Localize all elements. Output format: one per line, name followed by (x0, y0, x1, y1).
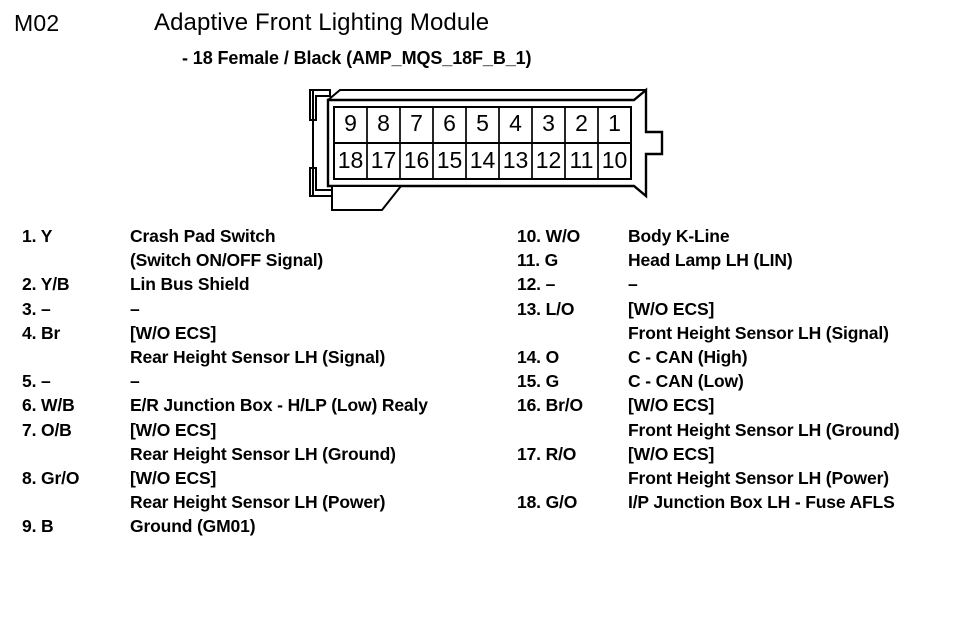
pin-description: C - CAN (Low) (628, 371, 744, 392)
pin-label: 15. G (517, 371, 560, 392)
pin-cell-number: 4 (509, 110, 522, 136)
pin-cell-number: 16 (404, 147, 430, 173)
pin-cell-number: 6 (443, 110, 456, 136)
connector-illustration: 9 8 7 6 5 4 3 2 1 18 17 16 15 14 13 12 1… (309, 87, 664, 211)
pin-cell-number: 17 (371, 147, 397, 173)
pin-label: 12. – (517, 274, 556, 295)
pin-description: [W/O ECS] (130, 322, 217, 343)
pin-label: 18. G/O (517, 492, 578, 513)
pin-cell-number: 13 (503, 147, 529, 173)
pin-cell-number: 2 (575, 110, 588, 136)
pin-cell-number: 3 (542, 110, 555, 136)
pin-label: 3. – (22, 298, 51, 319)
pin-cell-number: 14 (470, 147, 496, 173)
pin-description: Rear Height Sensor LH (Signal) (130, 347, 386, 367)
pin-description: (Switch ON/OFF Signal) (130, 250, 324, 271)
pin-description: [W/O ECS] (130, 419, 217, 440)
pin-cell-number: 12 (536, 147, 562, 173)
connector-diagram: 9 8 7 6 5 4 3 2 1 18 17 16 15 14 13 12 1… (306, 84, 696, 216)
pin-label: 9. B (22, 516, 54, 537)
pin-description: [W/O ECS] (628, 395, 715, 416)
pin-description: Lin Bus Shield (130, 274, 250, 295)
pin-cell-number: 18 (338, 147, 364, 173)
pin-label: 2. Y/B (22, 274, 70, 295)
module-code: M02 (14, 10, 60, 36)
pin-label: 1. Y (22, 226, 53, 246)
pin-cell-number: 8 (377, 110, 390, 136)
pin-cell-number: 5 (476, 110, 489, 136)
diagram-header: M02 Adaptive Front Lighting Module - 18 … (0, 0, 972, 84)
pin-description: [W/O ECS] (130, 468, 217, 488)
pin-label: 17. R/O (517, 443, 577, 464)
pin-description: – (628, 274, 638, 295)
pin-description: Head Lamp LH (LIN) (628, 250, 793, 271)
pin-description: [W/O ECS] (628, 298, 715, 319)
pin-label: 13. L/O (517, 298, 575, 319)
pin-description: Crash Pad Switch (130, 226, 276, 246)
pin-description: Body K-Line (628, 226, 730, 246)
pin-label: 7. O/B (22, 419, 72, 440)
pin-cell-number: 7 (410, 110, 423, 136)
pin-label: 10. W/O (517, 226, 581, 246)
pin-description: Front Height Sensor LH (Power) (628, 468, 889, 488)
pin-description: – (130, 371, 140, 392)
pin-cell-number: 1 (608, 110, 621, 136)
pin-cell-number: 9 (344, 110, 357, 136)
pin-grid-bottom-row-numbers: 18 17 16 15 14 13 12 11 10 (338, 147, 628, 173)
pin-description: E/R Junction Box - H/LP (Low) Realy (130, 395, 428, 416)
pin-description: I/P Junction Box LH - Fuse AFLS (628, 492, 895, 513)
pin-label: 6. W/B (22, 395, 75, 416)
page-title: Adaptive Front Lighting Module (154, 9, 490, 36)
pin-label: 14. O (517, 347, 560, 367)
connector-left-shell-bracket (309, 89, 331, 121)
connector-top-chamfer-accent (327, 89, 646, 101)
pin-grid-top-row-numbers: 9 8 7 6 5 4 3 2 1 (344, 110, 621, 136)
pin-description: Ground (GM01) (130, 516, 256, 537)
pin-assignment-list: 1. Y Crash Pad Switch (Switch ON/OFF Signa… (0, 226, 972, 620)
pin-description: [W/O ECS] (628, 443, 715, 464)
pin-label: 8. Gr/O (22, 468, 80, 488)
pin-label: 16. Br/O (517, 395, 583, 416)
pin-description: Rear Height Sensor LH (Ground) (130, 443, 396, 464)
pin-description: C - CAN (High) (628, 347, 748, 367)
pin-cell-number: 15 (437, 147, 463, 173)
pin-cell-number: 11 (570, 147, 594, 173)
pin-label: 4. Br (22, 322, 61, 343)
pin-description: – (130, 298, 140, 319)
connector-spec-subtitle: - 18 Female / Black (AMP_MQS_18F_B_1) (182, 48, 532, 68)
pin-label: 11. G (517, 250, 559, 271)
pin-description: Rear Height Sensor LH (Power) (130, 492, 386, 513)
pin-cell-number: 10 (602, 147, 628, 173)
pin-label: 5. – (22, 371, 51, 392)
pin-description: Front Height Sensor LH (Signal) (628, 322, 889, 343)
pin-description: Front Height Sensor LH (Ground) (628, 419, 900, 440)
pin-grid-column-dividers (366, 107, 599, 179)
connector-bottom-key-tab (331, 185, 404, 211)
